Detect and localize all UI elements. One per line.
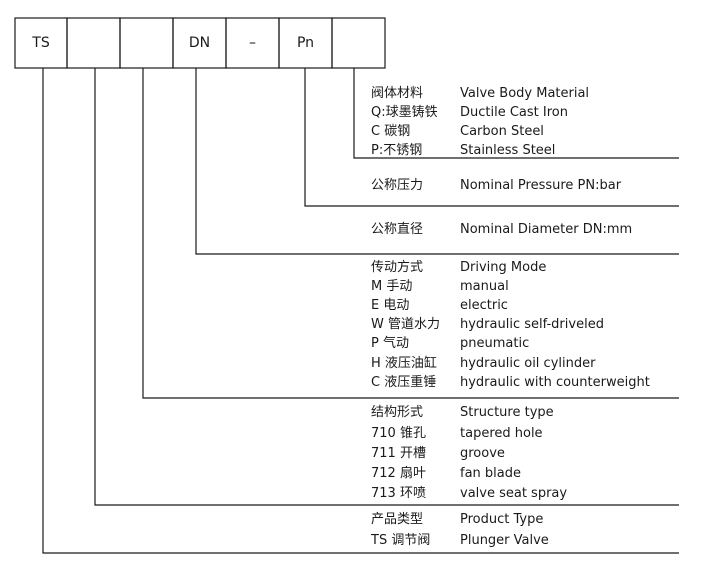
- structure-cn-1: 710 锥孔: [371, 426, 426, 441]
- structure-en-3: fan blade: [460, 466, 521, 481]
- material-cn-1: Q:球墨铸铁: [371, 105, 438, 120]
- leader-pressure: [304, 68, 679, 207]
- structure-en-0: Structure type: [460, 405, 554, 420]
- leader-diameter: [195, 68, 679, 255]
- leader-product: [42, 68, 679, 554]
- material-cn-0: 阀体材料: [371, 86, 424, 101]
- code-box-4-text: DN: [188, 35, 211, 51]
- diameter-cn-0: 公称直径: [371, 222, 424, 237]
- code-box-1-text: TS: [32, 35, 50, 51]
- pressure-en-0: Nominal Pressure PN:bar: [460, 178, 622, 193]
- driving-en-4: pneumatic: [460, 336, 530, 351]
- product-en-0: Product Type: [460, 512, 544, 527]
- pressure-cn-0: 公称压力: [371, 178, 424, 193]
- driving-en-2: electric: [460, 298, 508, 313]
- driving-en-5: hydraulic oil cylinder: [460, 356, 596, 371]
- driving-cn-4: P 气动: [371, 336, 409, 351]
- material-cn-2: C 碳钢: [371, 124, 411, 139]
- code-box-2: [66, 17, 121, 69]
- driving-en-1: manual: [460, 279, 509, 294]
- driving-en-3: hydraulic self-driveled: [460, 317, 604, 332]
- material-en-1: Ductile Cast Iron: [460, 105, 568, 120]
- leader-material: [353, 68, 679, 159]
- code-box-7: [331, 17, 386, 69]
- product-cn-1: TS 调节阀: [371, 533, 431, 548]
- driving-en-0: Driving Mode: [460, 260, 547, 275]
- diameter-en-0: Nominal Diameter DN:mm: [460, 222, 633, 237]
- driving-cn-0: 传动方式: [371, 260, 424, 275]
- driving-cn-1: M 手动: [371, 279, 413, 294]
- material-en-3: Stainless Steel: [460, 143, 556, 158]
- driving-cn-3: W 管道水力: [371, 317, 440, 332]
- code-box-5-text: –: [249, 35, 256, 51]
- driving-cn-2: E 电动: [371, 298, 410, 313]
- leader-driving: [142, 68, 679, 399]
- structure-cn-4: 713 环喷: [371, 486, 426, 501]
- material-en-2: Carbon Steel: [460, 124, 544, 139]
- code-box-6-text: Pn: [296, 35, 315, 51]
- structure-en-2: groove: [460, 446, 505, 461]
- material-cn-3: P:不锈钢: [371, 143, 423, 158]
- structure-cn-3: 712 扇叶: [371, 466, 426, 481]
- driving-en-6: hydraulic with counterweight: [460, 375, 650, 390]
- driving-cn-6: C 液压重锤: [371, 375, 437, 390]
- product-en-1: Plunger Valve: [460, 533, 549, 548]
- leader-structure: [94, 68, 679, 506]
- driving-cn-5: H 液压油缸: [371, 356, 437, 371]
- structure-en-4: valve seat spray: [460, 486, 568, 501]
- structure-cn-2: 711 开槽: [371, 446, 426, 461]
- material-en-0: Valve Body Material: [460, 86, 590, 101]
- code-box-3: [119, 17, 174, 69]
- product-cn-0: 产品类型: [371, 512, 424, 527]
- structure-en-1: tapered hole: [460, 426, 543, 441]
- structure-cn-0: 结构形式: [371, 405, 424, 420]
